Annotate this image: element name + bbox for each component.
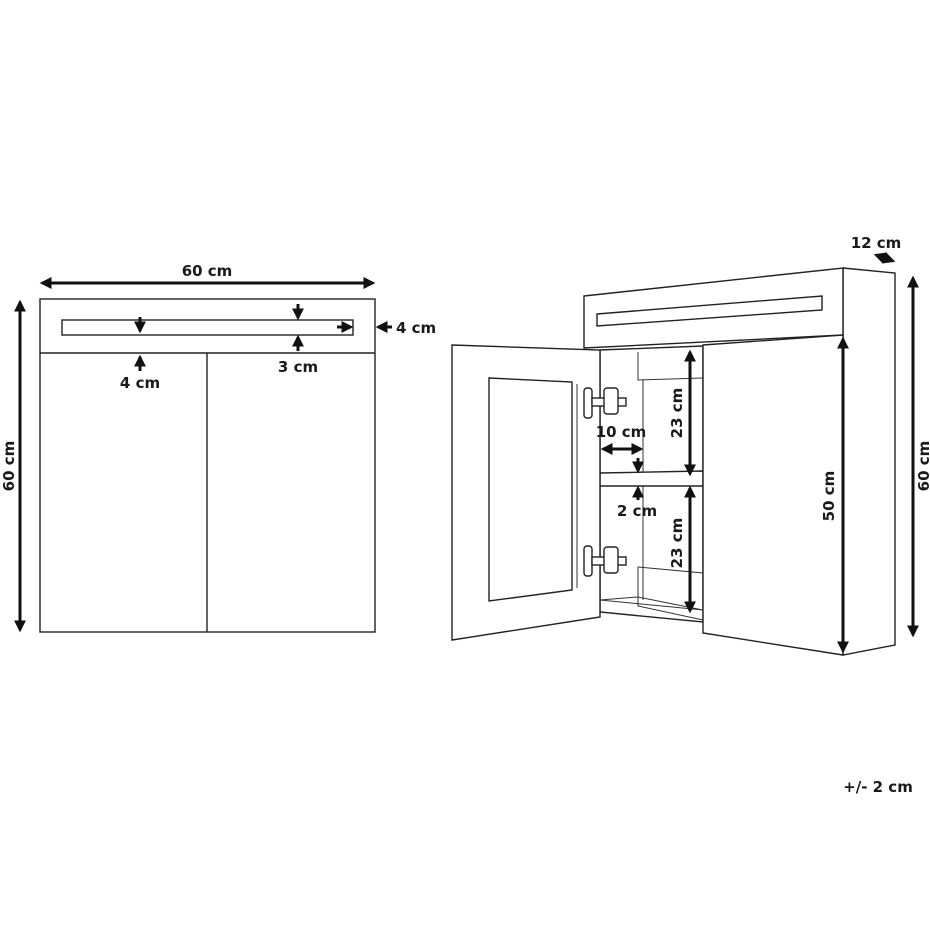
right-door (702, 334, 844, 656)
light-bar (596, 295, 823, 327)
upper-hinge-icon (583, 387, 627, 419)
lower-hinge-icon (583, 545, 627, 577)
upper-compartment-label: 23 cm (668, 388, 686, 439)
light-height-label: 3 cm (278, 358, 318, 376)
light-bottom-label: 4 cm (120, 374, 160, 392)
depth-label: 12 cm (851, 234, 902, 252)
shelf-thickness-label: 2 cm (617, 502, 657, 520)
width-label: 60 cm (182, 262, 233, 280)
lower-compartment-label: 23 cm (668, 518, 686, 569)
depth-arrow (873, 252, 896, 264)
tolerance-label: +/- 2 cm (843, 778, 913, 796)
door-mirror (488, 377, 573, 602)
height-label: 60 cm (0, 441, 18, 492)
shelf-depth-label: 10 cm (596, 423, 647, 441)
front-view: 60 cm 60 cm 4 cm 3 cm 4 cm (0, 262, 436, 633)
shelf (599, 470, 704, 487)
light-right-label: 4 cm (396, 319, 436, 337)
door-height-label: 50 cm (820, 471, 838, 522)
interior-top-block (637, 352, 704, 381)
light-bar (61, 319, 354, 336)
perspective-view: 12 cm 60 cm 50 cm 23 cm 23 cm 10 cm 2 cm (451, 234, 930, 656)
cabinet-side (842, 267, 896, 656)
total-height-label: 60 cm (915, 441, 930, 492)
